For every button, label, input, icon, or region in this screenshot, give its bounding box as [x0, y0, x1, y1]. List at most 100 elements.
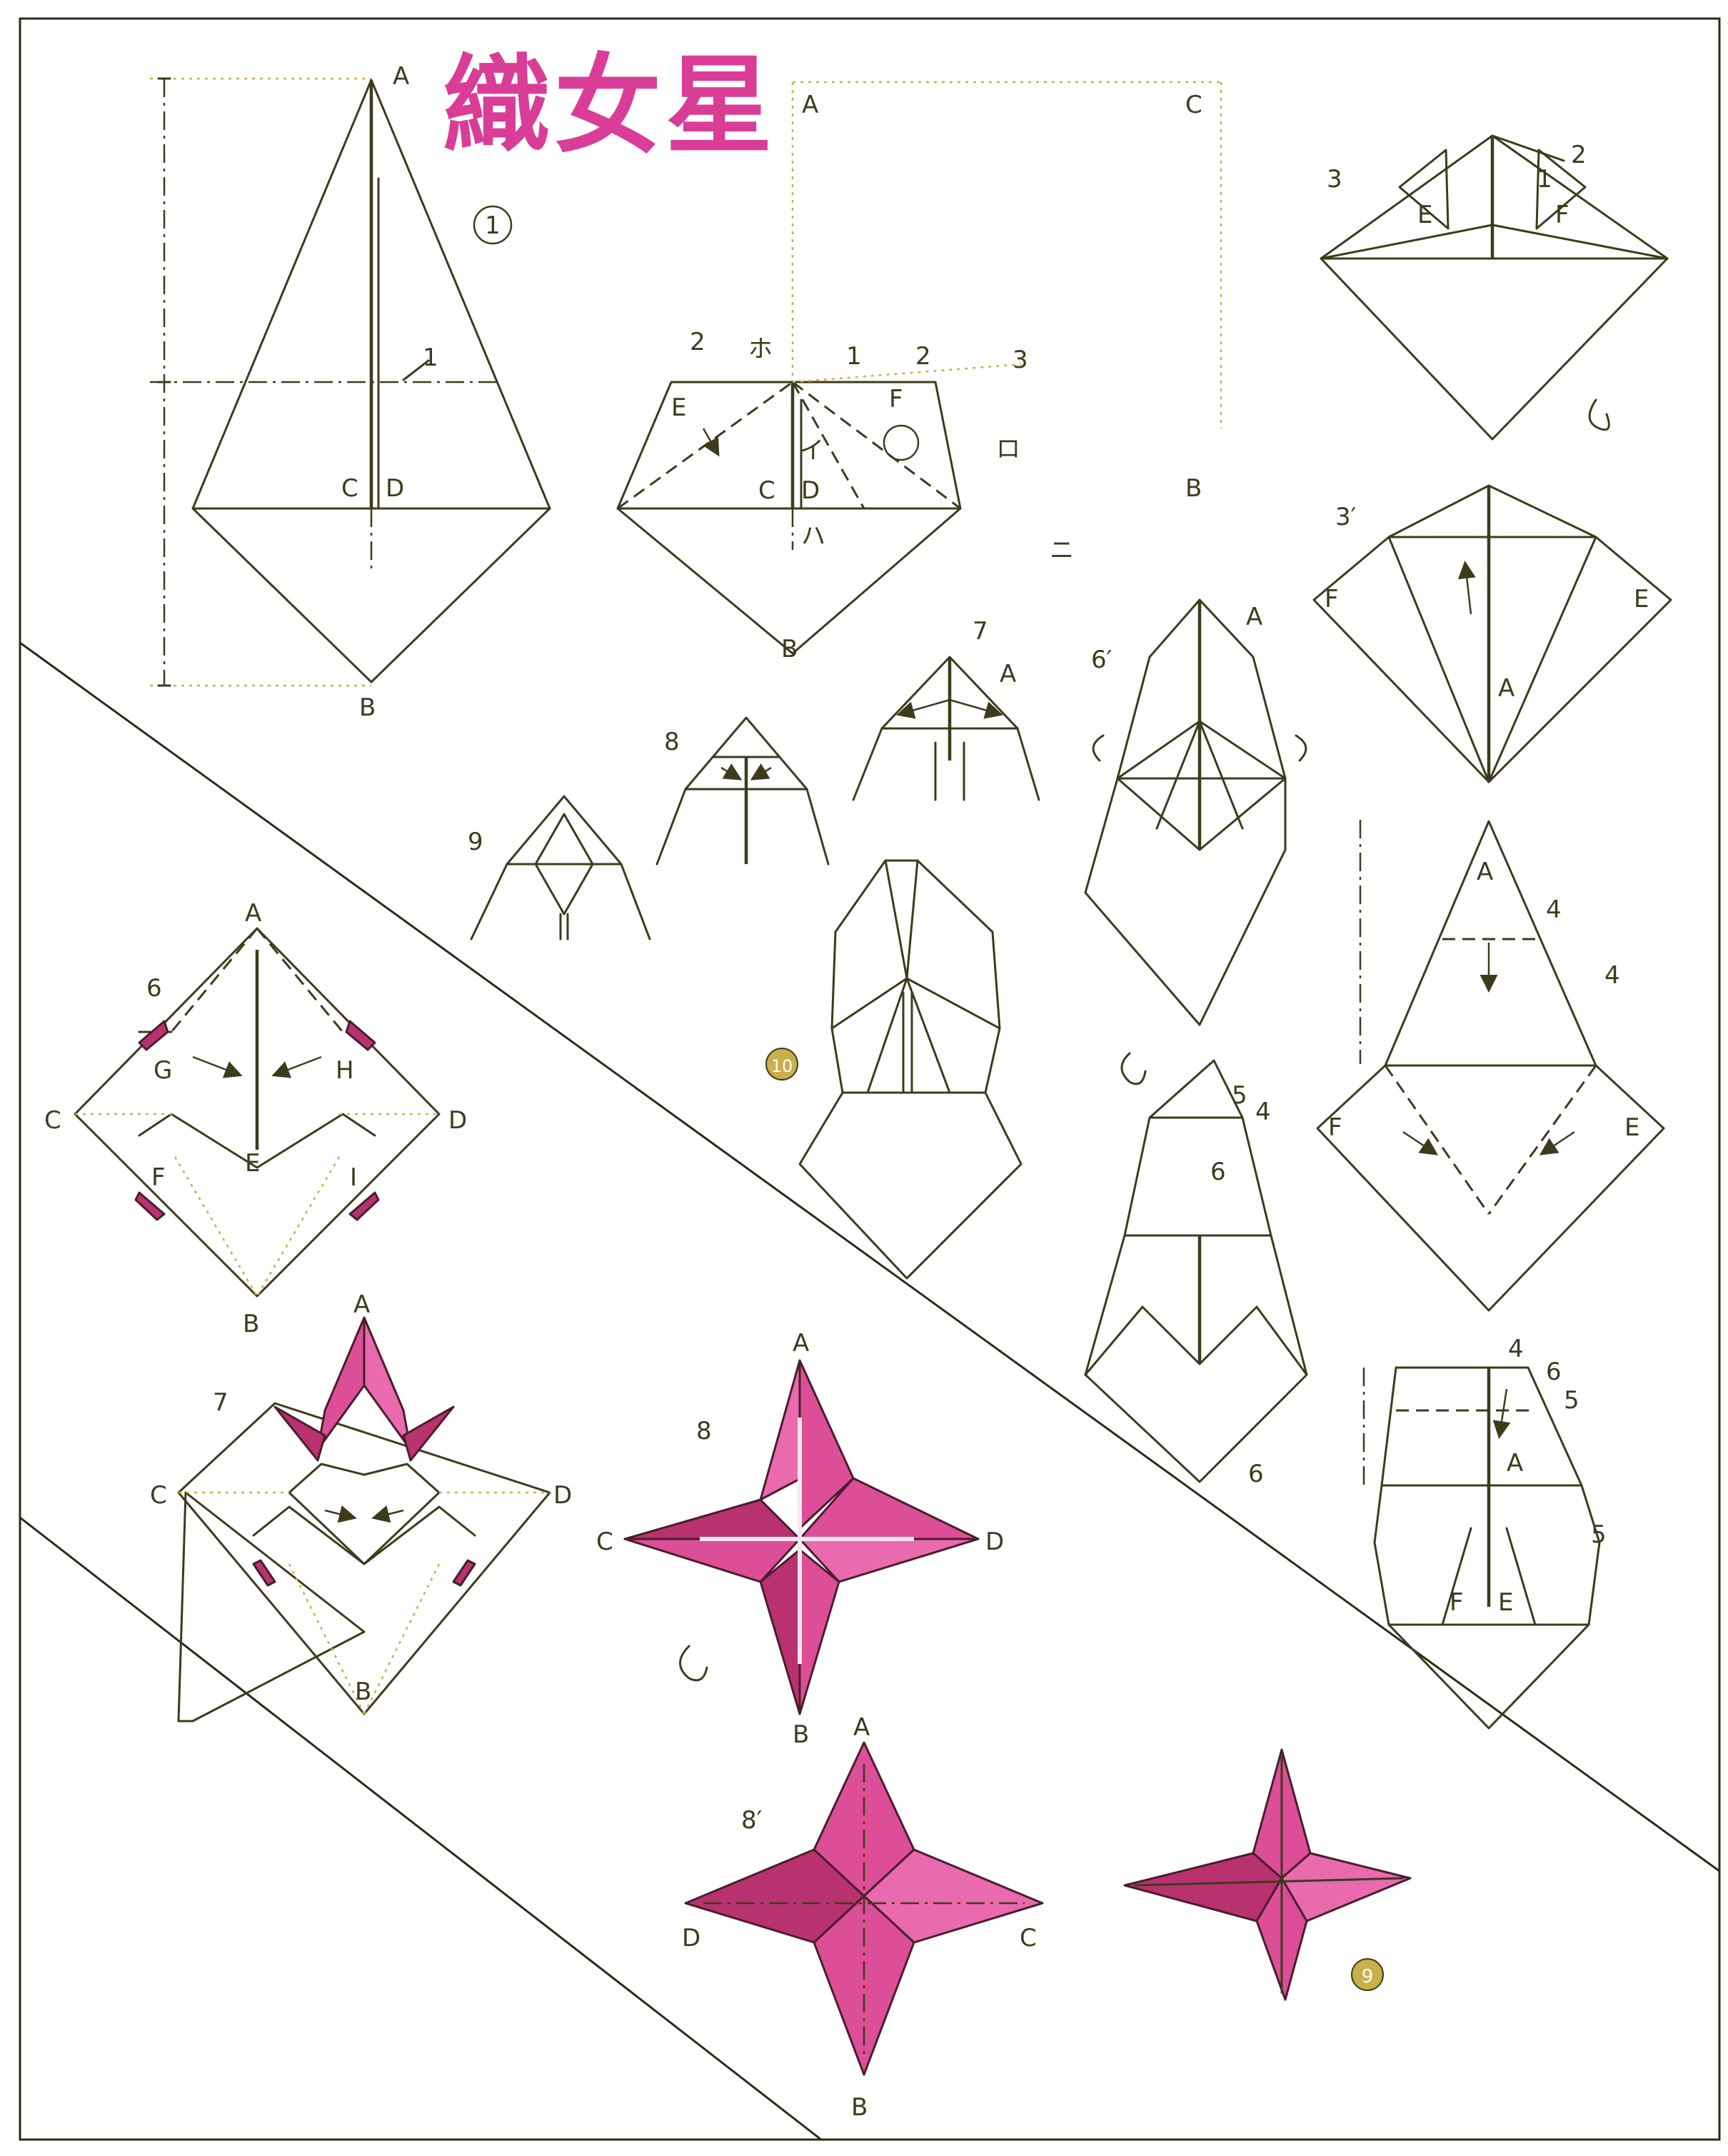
label-8p-C: C — [1020, 1924, 1037, 1952]
label-7L-C: C — [150, 1481, 167, 1510]
label-6-6: 6 — [1210, 1158, 1226, 1186]
label-2-E: E — [671, 393, 686, 422]
step-4 — [1317, 820, 1664, 1310]
label-3p-A: A — [1498, 674, 1514, 703]
label-6L-B: B — [243, 1310, 259, 1338]
step-7-left — [179, 1318, 550, 1721]
step-8-prime-star — [685, 1743, 1043, 2075]
step-number-8-star: 8 — [696, 1417, 712, 1445]
label-5-4: 4 — [1508, 1335, 1524, 1363]
label-5-E: E — [1498, 1588, 1513, 1617]
label-1: 1 — [423, 344, 438, 372]
label-6L-H: H — [336, 1056, 354, 1085]
step-5 — [1364, 1368, 1599, 1728]
step-10 — [800, 861, 1021, 1278]
label-ha: ハ — [801, 522, 825, 551]
label-8p-A: A — [853, 1713, 870, 1742]
step-number-5: 5 — [1591, 1520, 1607, 1549]
step-number-4: 4 — [1604, 961, 1620, 990]
step-number-2: 2 — [690, 328, 705, 356]
label-8-D: D — [985, 1528, 1004, 1556]
label-2-D: D — [801, 476, 820, 505]
label-5-F: F — [1450, 1588, 1464, 1617]
step-8-star — [625, 1360, 978, 1714]
label-8p-B: B — [851, 2093, 868, 2122]
label-6L-F: F — [151, 1163, 166, 1192]
label-8-A: A — [793, 1329, 809, 1358]
ref-label-A: A — [802, 91, 818, 119]
label-7L-A: A — [353, 1290, 370, 1319]
step-number-8-prime: 8′ — [741, 1806, 762, 1835]
step-number-7-left: 7 — [213, 1388, 228, 1417]
label-i: イ — [800, 436, 824, 465]
step-number-3-prime: 3′ — [1335, 503, 1356, 531]
step-number-7: 7 — [973, 617, 988, 646]
label-3-2: 2 — [1571, 141, 1587, 169]
label-2-C: C — [758, 476, 775, 505]
step-number-9-finished: 9 — [1362, 1966, 1374, 1987]
step-number-8: 8 — [664, 728, 680, 756]
label-D: D — [386, 474, 404, 503]
ref-label-C: C — [1185, 91, 1202, 119]
label-3-F: F — [1555, 201, 1569, 229]
label-5-5: 5 — [1564, 1386, 1579, 1415]
ref-label-B: B — [1185, 474, 1202, 503]
label-6L-A: A — [245, 899, 261, 928]
step-9-small — [471, 796, 650, 939]
label-7L-D: D — [553, 1481, 572, 1510]
step-number-10: 10 — [771, 1056, 793, 1076]
label-4-E: E — [1624, 1113, 1639, 1142]
label-6p-A: A — [1246, 603, 1262, 631]
label-6-4: 4 — [1255, 1098, 1271, 1126]
label-5-6: 6 — [1546, 1358, 1562, 1386]
label-ro: ロ — [996, 435, 1020, 463]
step-number-6-prime: 6′ — [1091, 646, 1112, 674]
title: 織女星 — [443, 43, 777, 169]
label-2-3: 3 — [1013, 346, 1028, 374]
label-4-F: F — [1328, 1113, 1342, 1142]
label-2-1: 1 — [846, 342, 862, 371]
label-6L-C: C — [44, 1106, 61, 1135]
label-6L-I: I — [350, 1163, 357, 1192]
label-3p-E: E — [1634, 585, 1649, 613]
step-number-6: 6 — [1248, 1460, 1264, 1488]
label-3p-F: F — [1325, 585, 1339, 613]
label-6L-E: E — [245, 1149, 260, 1178]
step-8-small — [657, 718, 828, 864]
label-2-F: F — [889, 385, 903, 413]
step-6-prime — [1085, 600, 1306, 1025]
divider-upper — [20, 643, 1719, 1871]
step-number-6-left: 6 — [146, 974, 162, 1003]
label-6L-D: D — [448, 1106, 467, 1135]
label-4-A: A — [1477, 858, 1493, 886]
step-3 — [1321, 136, 1667, 439]
divider-lower — [20, 1518, 821, 2140]
label-3-1: 1 — [1537, 165, 1552, 194]
label-7-A: A — [1000, 660, 1016, 688]
label-B: B — [359, 693, 376, 722]
step-6-left — [75, 928, 439, 1296]
label-ho: ホ — [748, 335, 773, 363]
label-8-C: C — [596, 1528, 613, 1556]
step-3-prime — [1314, 486, 1671, 782]
label-5-A: A — [1507, 1449, 1523, 1478]
label-2-2: 2 — [915, 342, 931, 371]
step-6-right — [1085, 1053, 1307, 1482]
label-2-B: B — [781, 635, 798, 663]
turn-over-arrow — [680, 1646, 708, 1680]
label-8-B: B — [793, 1720, 809, 1749]
label-6L-G: G — [154, 1056, 172, 1085]
label-4-4: 4 — [1546, 896, 1562, 924]
label-C: C — [341, 474, 358, 503]
label-A: A — [393, 62, 409, 91]
step-number-9: 9 — [468, 828, 483, 856]
step-1 — [150, 79, 550, 686]
label-7L-B: B — [355, 1678, 371, 1706]
label-8p-D: D — [682, 1924, 700, 1952]
label-ni: ニ — [1050, 536, 1074, 565]
label-6-5: 5 — [1232, 1081, 1247, 1110]
label-3-E: E — [1417, 201, 1432, 229]
step-number-3: 3 — [1327, 165, 1342, 194]
step-number-1: 1 — [485, 211, 501, 240]
